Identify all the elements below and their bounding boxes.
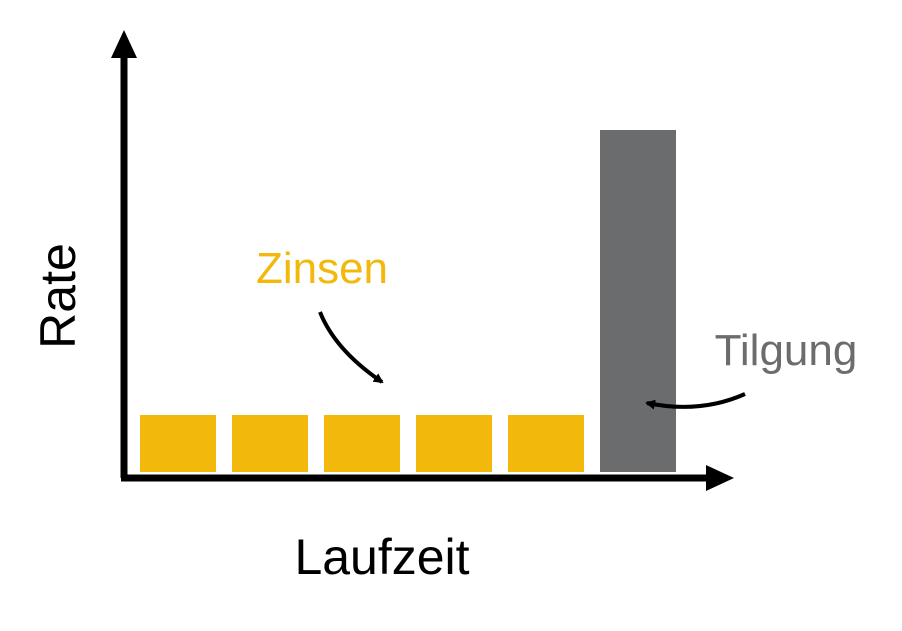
interest-bar (324, 415, 400, 472)
repayment-label: Tilgung (715, 326, 858, 375)
interest-bar (416, 415, 492, 472)
interest-arrow (318, 311, 384, 384)
interest-bar (140, 415, 216, 472)
interest-bar (508, 415, 584, 472)
repayment-bar (600, 130, 676, 472)
interest-bar (232, 415, 308, 472)
x-axis-arrowhead (706, 465, 734, 491)
x-axis-label: Laufzeit (294, 529, 469, 585)
y-axis-arrowhead (111, 30, 137, 58)
axes (111, 30, 734, 491)
y-axis-label: Rate (30, 243, 86, 349)
repayment-arrow (645, 392, 746, 410)
interest-label: Zinsen (256, 244, 388, 293)
bars-group (140, 130, 676, 472)
